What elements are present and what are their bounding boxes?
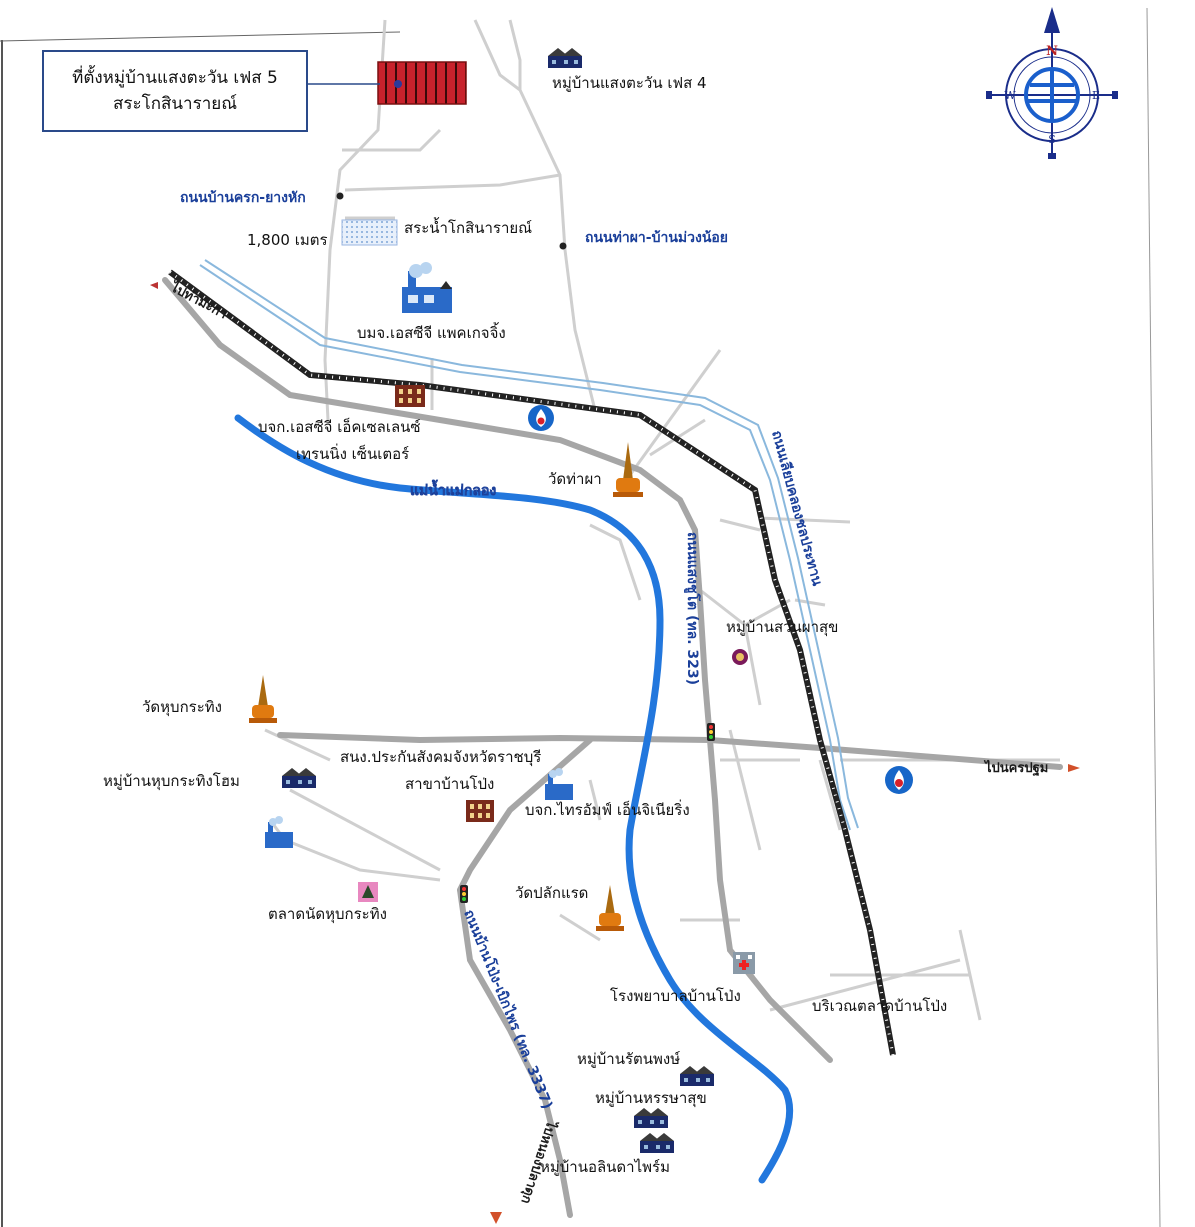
traffic-light-icon — [460, 885, 468, 903]
label-thai-ump: บจก.ไทรอัมฟ์ เอ็นจิเนียริ่ง — [525, 799, 690, 819]
label-scg-training-2: เทรนนิ่ง เซ็นเตอร์ — [296, 443, 409, 463]
label-hospital: โรงพยาบาลบ้านโป่ง — [610, 987, 741, 1005]
factory-icon — [402, 262, 452, 313]
road-label-ban-khrok: ถนนบ้านครก-ยางหัก — [180, 190, 306, 206]
factory-icon — [545, 768, 573, 800]
house-icon — [548, 48, 582, 68]
direction-arrow-icon — [1068, 764, 1080, 772]
temple-icon — [613, 442, 643, 497]
fuel-station-icon — [528, 405, 554, 431]
river-label: แม่น้ำแม่กลอง — [410, 479, 496, 499]
label-wat-plak-raet: วัดปลักแรด — [515, 884, 588, 902]
label-rattanaphong: หมู่บ้านรัตนพงษ์ — [577, 1050, 680, 1068]
frame-right — [1146, 7, 1161, 1227]
house-icon — [634, 1108, 668, 1128]
site-phase5-area — [377, 61, 467, 105]
temple-icon — [596, 885, 624, 931]
office-building-icon — [466, 800, 494, 822]
label-wat-tha-pha: วัดท่าผา — [548, 470, 602, 488]
label-suan-pha-suk: หมู่บ้านสวนผาสุข — [726, 618, 838, 637]
irrigation-canal — [199, 259, 859, 831]
label-wat-hup-krathing: วัดหุบกระทิง — [142, 698, 222, 717]
temple-icon — [249, 675, 277, 723]
label-hup-krathing-home: หมู่บ้านหุบกระทิงโฮม — [103, 772, 240, 791]
label-phase4: หมู่บ้านแสงตะวัน เฟส 4 — [552, 74, 707, 92]
market-icon — [358, 882, 378, 902]
site-location-box: ที่ตั้งหมู่บ้านแสงตะวัน เฟส 5 สระโกสินาร… — [42, 50, 308, 132]
traffic-light-icon — [707, 723, 715, 741]
site-box-line2: สระโกสินารายณ์ — [112, 94, 237, 114]
road-label-saeng-chuto: ถนนแสงชูโต (ทล. 323) — [684, 532, 702, 685]
house-icon — [282, 768, 316, 788]
hospital-icon — [733, 952, 755, 974]
label-floating-market: ตลาดนัดหุบกระทิง — [268, 905, 387, 924]
label-distance: 1,800 เมตร — [247, 231, 328, 249]
minor-roads — [264, 19, 1060, 1021]
road-label-ban-pong-photharam: ถนนบ้านโป่ง-เบิกไพร (ทล. 3337) — [460, 907, 557, 1112]
compass-s: S — [1048, 133, 1056, 146]
compass-n: N — [1046, 44, 1058, 59]
label-hanyasuk: หมู่บ้านหรรษาสุข — [595, 1089, 707, 1108]
fuel-station-icon — [885, 766, 913, 794]
compass-e: E — [1092, 89, 1100, 102]
label-sso-2: สาขาบ้านโป่ง — [405, 775, 494, 793]
factory-icon — [265, 816, 293, 848]
road-label-to-nakhon-pathom: ไปนครปฐม — [983, 759, 1048, 777]
junction-ban-khrok — [336, 192, 344, 200]
site-marker — [394, 80, 402, 88]
label-sso-1: สนง.ประกันสังคมจังหวัดราชบุรี — [340, 748, 541, 767]
village-marker-icon — [732, 649, 748, 665]
compass-w: W — [1004, 89, 1016, 102]
junction-tha-pha — [559, 242, 567, 250]
house-icon — [640, 1133, 674, 1153]
label-market-area: บริเวณตลาดบ้านโป่ง — [812, 997, 947, 1015]
label-pond: สระน้ำโกสินารายณ์ — [404, 217, 532, 237]
railway — [168, 269, 896, 1056]
site-box-line1: ที่ตั้งหมู่บ้านแสงตะวัน เฟส 5 — [72, 68, 278, 88]
direction-arrow-icon — [490, 1212, 502, 1224]
label-scg-training-1: บจก.เอสซีจี เอ็คเซลเลนซ์ — [258, 417, 421, 436]
frame-top — [0, 31, 401, 42]
road-label-tha-pha: ถนนท่าผา-บ้านม่วงน้อย — [585, 230, 728, 246]
compass-icon: N S E W — [986, 7, 1118, 159]
label-scg-packaging: บมจ.เอสซีจี แพคเกจจิ้ง — [357, 322, 506, 342]
direction-arrow-icon — [150, 282, 158, 289]
main-roads — [162, 277, 1063, 1218]
label-alinda: หมู่บ้านอลินดาไพร์ม — [540, 1158, 670, 1176]
river-mae-klong — [234, 414, 794, 1184]
house-icon — [680, 1066, 714, 1086]
office-building-icon — [395, 385, 425, 407]
pond-icon — [341, 219, 398, 246]
